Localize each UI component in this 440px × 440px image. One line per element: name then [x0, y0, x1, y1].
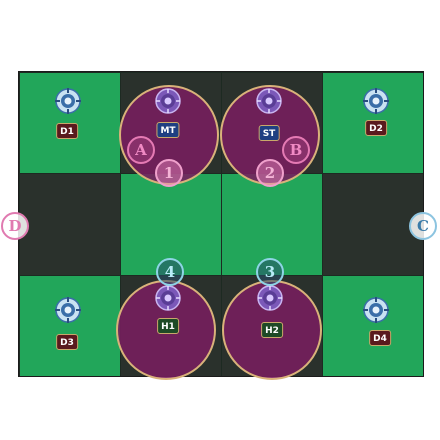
role-marker-st[interactable]: ST — [258, 125, 280, 141]
boss-icon — [155, 88, 181, 114]
role-marker-d1[interactable]: D1 — [56, 123, 78, 139]
boss-icon — [55, 297, 81, 323]
tile-r2-c1 — [19, 173, 121, 276]
waymark-4[interactable]: 4 — [156, 258, 184, 286]
tile-r2-c4 — [322, 173, 423, 276]
role-marker-d2[interactable]: D2 — [365, 120, 387, 136]
role-marker-h2[interactable]: H2 — [261, 322, 283, 338]
boss-icon — [55, 88, 81, 114]
role-marker-h1[interactable]: H1 — [157, 318, 179, 334]
waymark-a[interactable]: A — [127, 136, 155, 164]
waymark-2[interactable]: 2 — [256, 159, 284, 187]
waymark-c[interactable]: C — [409, 212, 437, 240]
tile-r3-c4 — [322, 275, 423, 376]
role-marker-d4[interactable]: D4 — [369, 330, 391, 346]
boss-icon — [363, 88, 389, 114]
boss-icon — [257, 285, 283, 311]
boss-icon — [363, 297, 389, 323]
waymark-d[interactable]: D — [1, 212, 29, 240]
boss-icon — [256, 88, 282, 114]
waymark-3[interactable]: 3 — [256, 258, 284, 286]
tile-r3-c1 — [19, 275, 121, 376]
waymark-1[interactable]: 1 — [155, 159, 183, 187]
role-marker-d3[interactable]: D3 — [56, 334, 78, 350]
waymark-b[interactable]: B — [282, 136, 310, 164]
boss-icon — [155, 285, 181, 311]
role-marker-mt[interactable]: MT — [156, 122, 180, 138]
arena-grid — [18, 71, 424, 377]
